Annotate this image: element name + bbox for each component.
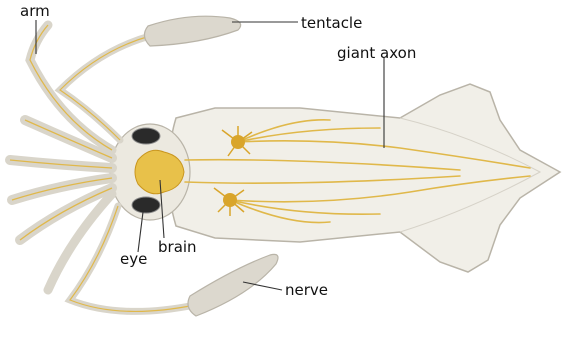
label-nerve: nerve — [285, 283, 328, 298]
label-brain: brain — [158, 240, 197, 255]
eye-lower-icon — [132, 197, 160, 213]
eye-upper-icon — [132, 128, 160, 144]
label-giant-axon: giant axon — [337, 46, 416, 61]
label-arm: arm — [20, 4, 50, 19]
mantle — [168, 84, 560, 272]
label-eye: eye — [120, 252, 147, 267]
label-tentacle: tentacle — [301, 16, 362, 31]
